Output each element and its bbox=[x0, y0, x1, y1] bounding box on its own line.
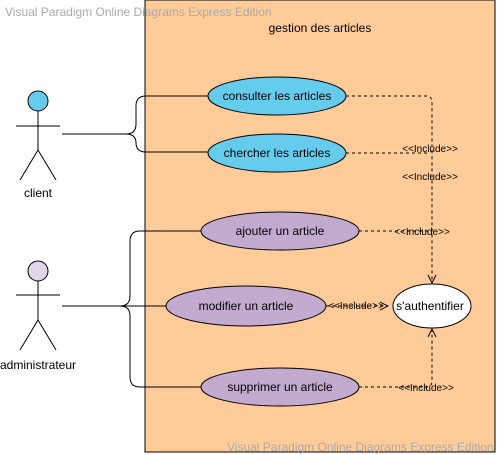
use-case-authentifier[interactable]: s'authentifier bbox=[392, 283, 472, 329]
admin-actor[interactable]: administrateur bbox=[0, 260, 76, 372]
admin-actor-label: administrateur bbox=[0, 358, 76, 372]
use-case-supprimer[interactable]: supprimer un article bbox=[200, 367, 360, 407]
include-label-supprimer: <<Include>> bbox=[398, 383, 454, 394]
use-case-modifier[interactable]: modifier un article bbox=[165, 285, 327, 327]
client-actor-head bbox=[27, 90, 49, 112]
use-case-chercher[interactable]: chercher les articles bbox=[207, 133, 347, 173]
include-label-chercher: <<Include>> bbox=[402, 144, 458, 155]
admin-association-ajouter bbox=[62, 230, 201, 307]
use-case-chercher-label: chercher les articles bbox=[224, 146, 331, 160]
client-association-consulter bbox=[62, 95, 208, 135]
system-title: gestion des articles bbox=[269, 21, 372, 35]
client-actor-label: client bbox=[24, 186, 53, 200]
include-label-modifier: <<Include>> bbox=[328, 301, 384, 312]
watermark-top: Visual Paradigm Online Diagrams Express … bbox=[5, 5, 272, 19]
use-case-consulter-label: consulter les articles bbox=[223, 89, 332, 103]
admin-association-supprimer bbox=[62, 305, 201, 388]
use-case-modifier-label: modifier un article bbox=[199, 299, 294, 313]
include-label-consulter: <<Include>> bbox=[402, 172, 458, 183]
use-case-ajouter-label: ajouter un article bbox=[236, 224, 325, 238]
use-case-authentifier-label: s'authentifier bbox=[396, 299, 464, 313]
use-case-consulter[interactable]: consulter les articles bbox=[207, 76, 347, 116]
client-actor[interactable]: client bbox=[16, 90, 60, 200]
include-supprimer bbox=[359, 329, 432, 388]
watermark-bottom: Visual Paradigm Online Diagrams Express … bbox=[227, 440, 494, 454]
use-case-supprimer-label: supprimer un article bbox=[227, 380, 333, 394]
admin-actor-head bbox=[27, 260, 49, 282]
include-label-ajouter: <<Include>> bbox=[394, 227, 450, 238]
include-consulter bbox=[346, 95, 432, 283]
use-case-ajouter[interactable]: ajouter un article bbox=[200, 211, 360, 251]
client-association-chercher bbox=[62, 133, 208, 153]
